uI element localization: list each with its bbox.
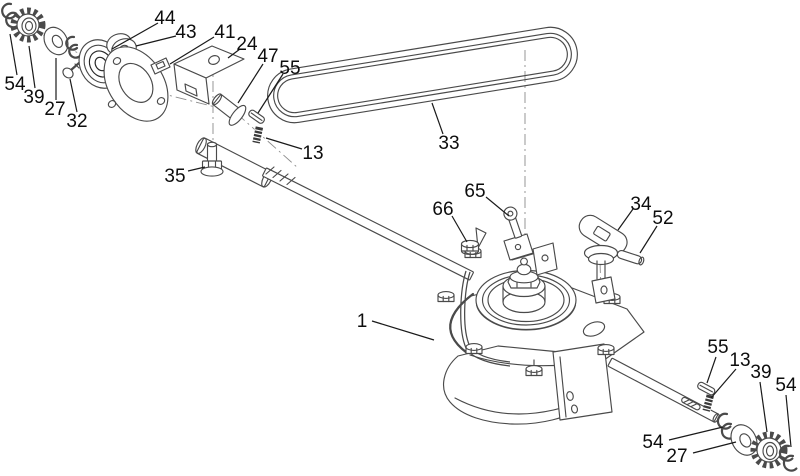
callout-labels: 44 43 41 24 47 55 13 35 33 54 39 27 32 6…: [4, 8, 797, 467]
transmission-pulley: [475, 257, 577, 331]
callout-24-label: 24: [236, 34, 258, 55]
callout-33-label: 33: [438, 133, 459, 154]
callout-27-rear-label: 27: [666, 446, 687, 467]
callout-13-front-label: 13: [302, 143, 323, 164]
spring-pin-front: [252, 126, 264, 144]
belt-guide-bracket: [503, 233, 558, 276]
callout-39-front-label: 39: [23, 87, 44, 108]
callout-41-label: 41: [214, 22, 235, 43]
hex-nut: [437, 291, 455, 303]
hex-nut: [597, 344, 615, 356]
callout-55-rear-label: 55: [707, 337, 728, 358]
hex-nut: [465, 343, 483, 355]
front-axle-parts: [1, 2, 265, 177]
retaining-ring-rear-outer: [778, 444, 798, 472]
callout-35-label: 35: [164, 166, 185, 187]
callout-27-front-label: 27: [44, 99, 65, 120]
callout-65-label: 65: [464, 181, 485, 202]
flange-bolt: [200, 141, 224, 177]
callout-43-label: 43: [175, 22, 196, 43]
screw-32: [62, 61, 81, 79]
transmission-assembly: [437, 206, 645, 425]
callout-54-front-label: 54: [4, 74, 26, 95]
key-rear: [697, 381, 716, 396]
callout-52-label: 52: [652, 208, 673, 229]
callout-34-label: 34: [630, 194, 652, 215]
shift-lever: [578, 214, 628, 304]
callout-39-rear-label: 39: [750, 362, 771, 383]
rear-axle-parts: [697, 381, 798, 472]
bearing-retainer-plate: [103, 46, 171, 122]
flange-nut-66: [460, 227, 487, 255]
washer-rear: [730, 424, 758, 456]
keyway-hatch-front: [265, 166, 296, 186]
spring-pin-rear: [702, 394, 714, 412]
key-front: [248, 109, 265, 124]
v-belt: [267, 26, 578, 124]
callout-32-label: 32: [66, 111, 87, 132]
leader-lines: [9, 22, 792, 454]
axle-bracket: [552, 343, 613, 421]
washer-front: [43, 26, 69, 56]
callout-13-rear-label: 13: [729, 350, 750, 371]
callout-44-label: 44: [154, 8, 176, 29]
retaining-ring-front-inner: [65, 35, 82, 59]
roll-pin: [616, 249, 645, 266]
callout-47-label: 47: [257, 46, 278, 67]
callout-54-rear-inner-label: 54: [642, 432, 664, 453]
pinion-gear-front: [10, 7, 46, 43]
hex-nut: [525, 359, 543, 377]
callout-66-label: 66: [432, 199, 453, 220]
shoulder-screw: [503, 206, 523, 239]
mounting-bracket: [173, 45, 245, 105]
callout-55-front-label: 55: [279, 58, 300, 79]
callout-54-rear-outer-label: 54: [775, 375, 797, 396]
callout-1-label: 1: [357, 311, 368, 332]
clevis-pin: [211, 93, 247, 126]
pinion-gear-rear: [750, 431, 788, 469]
